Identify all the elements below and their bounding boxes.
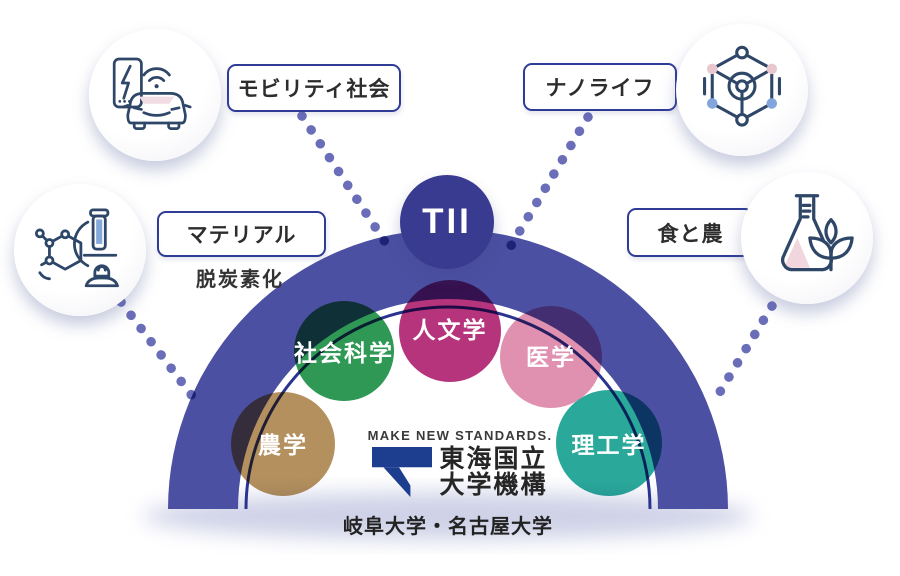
dotted-connectors	[116, 111, 777, 410]
org-name-line2: 大学機構	[439, 471, 548, 499]
bubble-nanolife	[676, 24, 808, 156]
field-label-science-engineering: 理工学	[571, 432, 647, 458]
connector-food-agri	[707, 301, 777, 410]
topic-box-mobility[interactable]: モビリティ社会	[227, 64, 401, 112]
field-circle-social-science	[294, 301, 394, 401]
topic-label-nanolife: ナノライフ	[545, 77, 655, 100]
org-name-line1: 東海国立	[439, 445, 548, 473]
bubble-material	[14, 184, 146, 316]
org-name: 東海国立 大学機構	[439, 446, 547, 498]
topic-box-food-agri[interactable]: 食と農	[627, 208, 754, 257]
member-universities: 岐阜大学・名古屋大学	[343, 516, 553, 538]
flask-leaf-icon	[781, 194, 854, 272]
brand-tagline: MAKE NEW STANDARDS.	[367, 428, 553, 443]
tii-circle: TII	[400, 175, 494, 269]
tii-label: TII	[422, 202, 472, 241]
field-circle-science-engineering	[556, 390, 662, 496]
bubble-food-agri	[741, 172, 873, 304]
microscope-molecule-icon	[34, 208, 119, 288]
topic-label-material: マテリアル	[186, 224, 297, 247]
bubble-mobility	[89, 29, 221, 161]
connected-car-smartphone-icon	[112, 57, 192, 130]
connector-material	[116, 297, 201, 406]
topic-label-food-agri: 食と農	[657, 222, 724, 246]
connector-mobility	[297, 111, 396, 256]
topic-label-mobility: モビリティ社会	[237, 78, 391, 101]
field-label-medicine: 医学	[526, 344, 576, 370]
field-circle-humanities	[399, 280, 501, 382]
brand-logo-row: 東海国立 大学機構	[340, 446, 580, 498]
brand-block: MAKE NEW STANDARDS. 東海国立 大学機構	[340, 428, 580, 498]
field-label-social-science: 社会科学	[294, 340, 394, 366]
thers-t-logo-icon	[372, 447, 433, 497]
connector-nanolife	[504, 112, 593, 254]
arch-ground-shadow	[143, 492, 753, 540]
topic-sublabel-decarbonization: 脱炭素化	[196, 269, 284, 291]
field-label-humanities: 人文学	[412, 317, 488, 343]
arch-band	[168, 229, 728, 509]
nano-molecule-icon	[703, 45, 781, 127]
field-circle-agriculture	[231, 392, 335, 496]
field-circle-medicine	[500, 306, 602, 408]
field-label-agriculture: 農学	[258, 432, 308, 458]
topic-box-nanolife[interactable]: ナノライフ	[523, 63, 677, 111]
topic-box-material[interactable]: マテリアル	[157, 211, 326, 257]
